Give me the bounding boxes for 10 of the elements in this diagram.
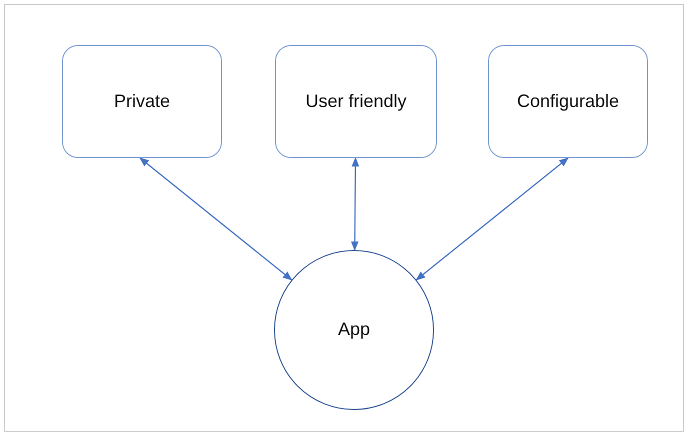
rounded-box [488, 45, 648, 158]
rounded-box [62, 45, 222, 158]
double-arrow [416, 157, 569, 280]
node-label: Private [114, 90, 170, 113]
rounded-box [275, 45, 437, 158]
node-label: Configurable [516, 90, 620, 113]
double-arrow [350, 157, 360, 251]
double-arrow [139, 157, 292, 280]
node-label: User friendly [305, 90, 407, 113]
node-label: App [336, 318, 372, 342]
